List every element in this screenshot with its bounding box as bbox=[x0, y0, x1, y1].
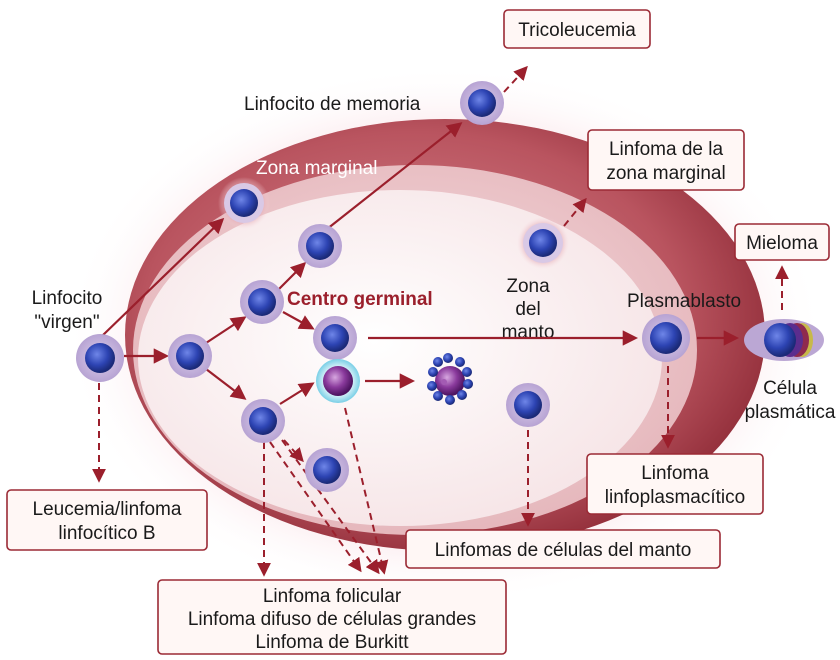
dash-to-follicular-d bbox=[344, 407, 389, 575]
mantle-cell-text: Linfomas de células del manto bbox=[435, 540, 692, 561]
plasmablast-precursor-cell bbox=[313, 316, 357, 360]
follicular-text-3: Linfoma de Burkitt bbox=[255, 632, 409, 653]
box-mantle-cell: Linfomas de células del manto bbox=[405, 529, 721, 569]
naive-lymphocyte-cell bbox=[76, 334, 124, 382]
memory-precursor-cell bbox=[298, 224, 342, 268]
naive-label-2: "virgen" bbox=[34, 312, 99, 333]
lymphoplasmacytic-text-1: Linfoma bbox=[641, 463, 709, 484]
box-myeloma: Mieloma bbox=[734, 223, 830, 261]
dash-to-marginal-lymphoma bbox=[563, 197, 587, 227]
centroblast-upper-cell bbox=[240, 280, 284, 324]
differentiation-arrows bbox=[101, 122, 740, 405]
memory-label: Linfocito de memoria bbox=[244, 94, 421, 115]
germinal-entry-cell bbox=[168, 334, 212, 378]
box-lymphoplasmacytic: Linfoma linfoplasmacítico bbox=[586, 453, 764, 515]
memory-lymphocyte-cell bbox=[460, 81, 504, 125]
marginal-lymphoma-origin-cell bbox=[517, 217, 569, 269]
cells bbox=[76, 81, 824, 492]
myeloma-text: Mieloma bbox=[746, 233, 818, 254]
dash-to-tricoleucemia bbox=[503, 65, 528, 93]
box-cll: Leucemia/linfoma linfocítico B bbox=[6, 489, 208, 551]
germinal-center-label: Centro germinal bbox=[287, 289, 433, 310]
arrow-to-purple-cell bbox=[279, 382, 315, 405]
arrow-to-centroblast bbox=[282, 311, 315, 330]
box-follicular-group: Linfoma folicular Linfoma difuso de célu… bbox=[157, 579, 507, 655]
plasma-cell-label-2: plasmática bbox=[745, 402, 836, 423]
centrocyte-purple-cell bbox=[316, 359, 360, 403]
mantle-zone-label-2: del bbox=[515, 299, 540, 320]
arrow-naive-to-marginal bbox=[101, 217, 225, 337]
apoptotic-cell bbox=[427, 353, 473, 405]
follicular-text-1: Linfoma folicular bbox=[263, 586, 402, 607]
cll-text-1: Leucemia/linfoma bbox=[33, 499, 182, 520]
mantle-zone-label-3: manto bbox=[502, 322, 555, 343]
follicular-text-2: Linfoma difuso de células grandes bbox=[188, 609, 476, 630]
marginal-zone-cell bbox=[218, 177, 270, 229]
transformation-arrows bbox=[92, 65, 789, 577]
marginal-lymphoma-text-2: zona marginal bbox=[606, 163, 725, 184]
marginal-zone-label: Zona marginal bbox=[256, 158, 377, 179]
plasmablast-label: Plasmablasto bbox=[627, 291, 741, 312]
dash-small-branch bbox=[283, 439, 304, 463]
germinal-lower-cell bbox=[305, 448, 349, 492]
arrow-gc-upper bbox=[205, 316, 247, 344]
cll-text-2: linfocítico B bbox=[58, 523, 155, 544]
marginal-lymphoma-text-1: Linfoma de la bbox=[609, 139, 724, 160]
naive-label-1: Linfocito bbox=[32, 288, 103, 309]
arrow-to-memory bbox=[321, 122, 463, 234]
arrow-to-memory-path bbox=[277, 261, 307, 291]
arrow-gc-lower bbox=[205, 368, 247, 400]
plasmablast-cell bbox=[642, 314, 690, 362]
centroblast-lower-cell bbox=[241, 399, 285, 443]
mantle-zone-label-1: Zona bbox=[506, 276, 550, 297]
lymphoplasmacytic-text-2: linfoplasmacítico bbox=[605, 487, 745, 508]
plasma-cell bbox=[744, 319, 824, 361]
dash-to-follicular-b bbox=[269, 441, 362, 573]
germinal-center-region bbox=[138, 190, 662, 526]
box-tricoleucemia: Tricoleucemia bbox=[503, 9, 651, 49]
mantle-zone-cell bbox=[506, 383, 550, 427]
plasma-cell-label-1: Célula bbox=[763, 378, 817, 399]
tricoleucemia-text: Tricoleucemia bbox=[518, 20, 636, 41]
box-marginal-lymphoma: Linfoma de la zona marginal bbox=[587, 129, 745, 191]
